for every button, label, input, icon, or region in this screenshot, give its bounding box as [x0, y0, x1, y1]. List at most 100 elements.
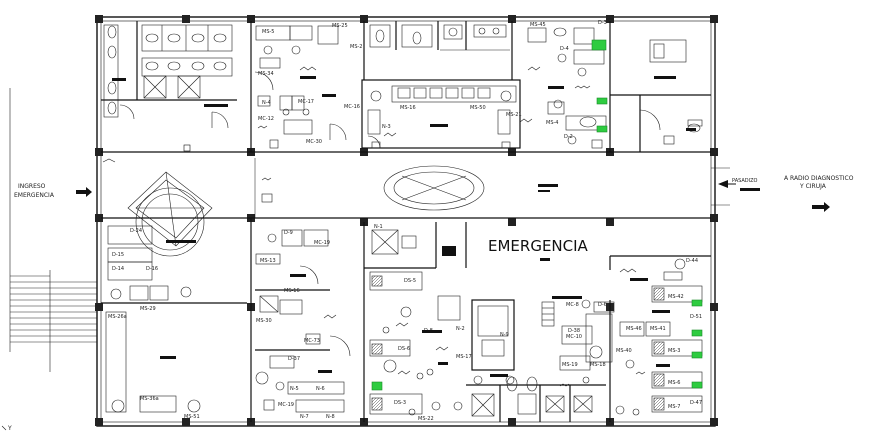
top-left-labels — [112, 78, 228, 152]
tag-n4: N-4 — [262, 100, 271, 106]
tag-ms29: MS-29 — [140, 306, 156, 312]
radiodiag-line2: Y CIRUJA — [799, 183, 827, 190]
tag-d14: D-14 — [112, 266, 124, 272]
tag-d6: D-6 — [598, 302, 607, 308]
tag-mc73: MC-73 — [304, 338, 320, 344]
top-right-center-labels: MS-45 D-4 MS-4 D-2 D-3 — [530, 20, 607, 140]
tag-ms22: MS-22 — [418, 416, 434, 422]
bottom-center-labels: N-1 DS-5 DS-6 DS-3 D-8 N-2 MS-17 MS-22 — [374, 224, 550, 422]
tag-d4: D-4 — [560, 46, 569, 52]
tag-d44: D-44 — [686, 258, 698, 264]
tag-n6: N-6 — [316, 386, 325, 392]
tag-d16: D-16 — [146, 266, 158, 272]
tag-mc12: MC-12 — [258, 116, 274, 122]
corner-axis-marker — [1, 425, 7, 431]
corridor-marks — [538, 184, 760, 192]
top-right-room — [639, 39, 703, 145]
tag-ms26a: MS-26a — [108, 314, 127, 320]
bottom-right-ward — [619, 258, 703, 413]
top-right-label-bar — [654, 76, 676, 79]
radiodiag-arrow — [812, 202, 830, 212]
top-middle-left-rooms — [254, 25, 347, 149]
tag-mc30: MC-30 — [306, 139, 322, 145]
tag-ms5: MS-5 — [262, 29, 274, 35]
left-area-labels: D-24 D-14 D-16 D-15 MS-29 MS-26a MS-36a … — [108, 228, 200, 420]
tag-ms18: MS-18 — [590, 362, 606, 368]
tag-ms36a: MS-36a — [140, 396, 159, 402]
corner-axis-label: Y — [7, 425, 12, 432]
top-right-center-room — [519, 27, 608, 149]
top-center-core — [367, 24, 517, 149]
left-octagon-area — [105, 171, 213, 413]
corridor — [102, 158, 730, 211]
tag-d38: D-38 — [568, 328, 580, 334]
pasadizo-label: PASADIZO — [732, 178, 758, 184]
tag-ms19: MS-19 — [562, 362, 578, 368]
tag-ds5: DS-5 — [404, 278, 416, 284]
top-center-labels: MS-16 MS-50 MS-21 N-3 — [382, 105, 522, 130]
tag-ds6: DS-6 — [398, 346, 410, 352]
tag-ms21: MS-21 — [506, 112, 522, 118]
bottom-center-bays — [369, 229, 463, 416]
tag-n8: N-8 — [326, 414, 335, 420]
tag-ms6: MS-6 — [668, 380, 680, 386]
tag-ms13: MS-13 — [260, 258, 276, 264]
staircase — [9, 88, 97, 372]
tag-mc19b: MC-19 — [278, 402, 294, 408]
tag-ms40: MS-40 — [616, 348, 632, 354]
tag-ds3: DS-3 — [394, 400, 406, 406]
tag-ms2: MS-2 — [350, 44, 362, 50]
tag-d9: D-9 — [284, 230, 293, 236]
corridor-arrow-right — [718, 180, 736, 188]
tag-ms17: MS-17 — [456, 354, 472, 360]
tag-d51: D-51 — [690, 314, 702, 320]
tag-n7: N-7 — [300, 414, 309, 420]
tag-ms16b: MS-16 — [284, 288, 300, 294]
nurses-station — [473, 305, 515, 385]
tag-d24: D-24 — [130, 228, 142, 234]
interior-walls — [101, 21, 711, 422]
top-middle-left-labels: MS-5 MS-34 MS-2 MS-25 MC-17 MC-12 MC-16 … — [258, 23, 362, 145]
bottom-right-center — [471, 299, 640, 417]
tag-n5: N-5 — [290, 386, 299, 392]
tag-d2: D-2 — [564, 134, 573, 140]
tag-mc8: MC-8 — [566, 302, 579, 308]
tag-ms42: MS-42 — [668, 294, 684, 300]
tag-ms51: MS-51 — [184, 414, 200, 420]
tag-n1: N-1 — [374, 224, 383, 230]
radiodiag-line1: A RADIO DIAGNOSTICO — [784, 175, 854, 182]
tag-d37: D-37 — [288, 356, 300, 362]
tag-mc17: MC-17 — [298, 99, 314, 105]
bottom-left-labels: D-9 MC-19 MS-13 MS-16 MS-30 MC-73 D-37 M… — [256, 230, 335, 420]
tag-n2: N-2 — [456, 326, 465, 332]
tag-ms3: MS-3 — [668, 348, 680, 354]
tag-mc10: MC-10 — [566, 334, 582, 340]
top-left-restrooms — [103, 24, 233, 129]
tag-d47: D-47 — [690, 400, 702, 406]
tag-ms4: MS-4 — [546, 120, 558, 126]
bottom-right-center-labels: D-6 MC-8 D-38 MC-10 MS-19 MS-18 MS-40 — [552, 296, 632, 368]
tag-ms45: MS-45 — [530, 22, 546, 28]
ingreso-line2: EMERGENCIA — [14, 192, 55, 199]
ingreso-line1: INGRESO — [18, 183, 46, 190]
tag-n3: N-3 — [382, 124, 391, 130]
building-outline — [96, 16, 716, 427]
tag-ms50: MS-50 — [470, 105, 486, 111]
tag-ms30: MS-30 — [256, 318, 272, 324]
tag-d15: D-15 — [112, 252, 124, 258]
tag-d3: D-3 — [598, 20, 607, 26]
tag-ms46: MS-46 — [626, 326, 642, 332]
tag-n9: N-9 — [500, 332, 509, 338]
structural-columns — [95, 15, 718, 426]
bottom-right-ward-labels: MS-42 MS-3 MS-6 MS-7 D-44 MS-46 MS-41 D-… — [626, 258, 702, 410]
emergency-title: EMERGENCIA — [488, 237, 589, 255]
tag-ms41: MS-41 — [650, 326, 666, 332]
ingreso-arrow — [76, 187, 92, 197]
tag-ms16: MS-16 — [400, 105, 416, 111]
bottom-left-rooms — [255, 229, 351, 413]
tag-ms25: MS-25 — [332, 23, 348, 29]
tag-ms34: MS-34 — [258, 71, 274, 77]
tag-mc19: MC-19 — [314, 240, 330, 246]
